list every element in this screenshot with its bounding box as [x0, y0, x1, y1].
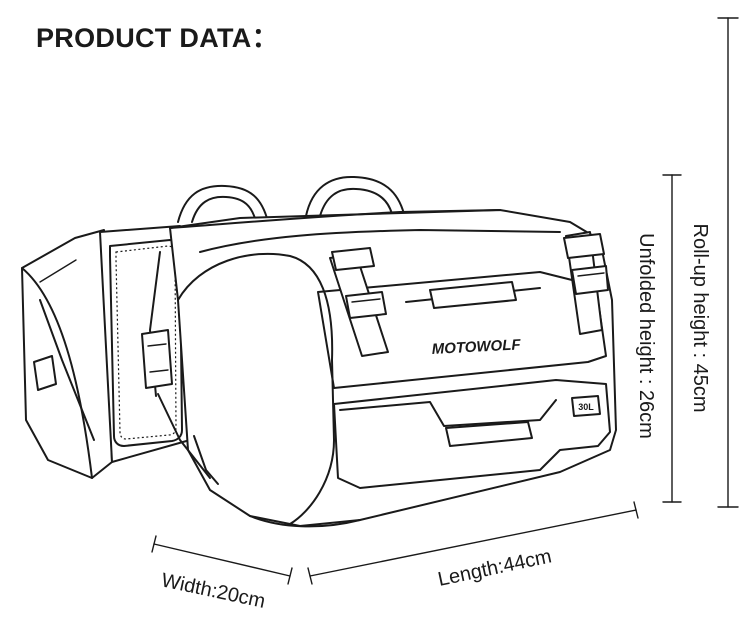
brand-logo-text: MOTOWOLF: [431, 336, 521, 358]
saddle-bag-illustration: 30L MOTOWOLF: [21, 175, 617, 528]
rollup-height-dimension: Roll-up height : 45cm: [689, 17, 739, 508]
unfolded-height-label: Unfolded height : 26cm: [635, 233, 657, 439]
length-label: Length:44cm: [436, 545, 554, 591]
width-label: Width:20cm: [159, 569, 267, 612]
capacity-badge-text: 30L: [578, 402, 594, 412]
width-dimension: Width:20cm: [151, 535, 293, 613]
page-title: PRODUCT DATA：: [36, 23, 279, 53]
rollup-height-label: Roll-up height : 45cm: [689, 224, 711, 413]
unfolded-height-dimension: Unfolded height : 26cm: [635, 174, 682, 503]
